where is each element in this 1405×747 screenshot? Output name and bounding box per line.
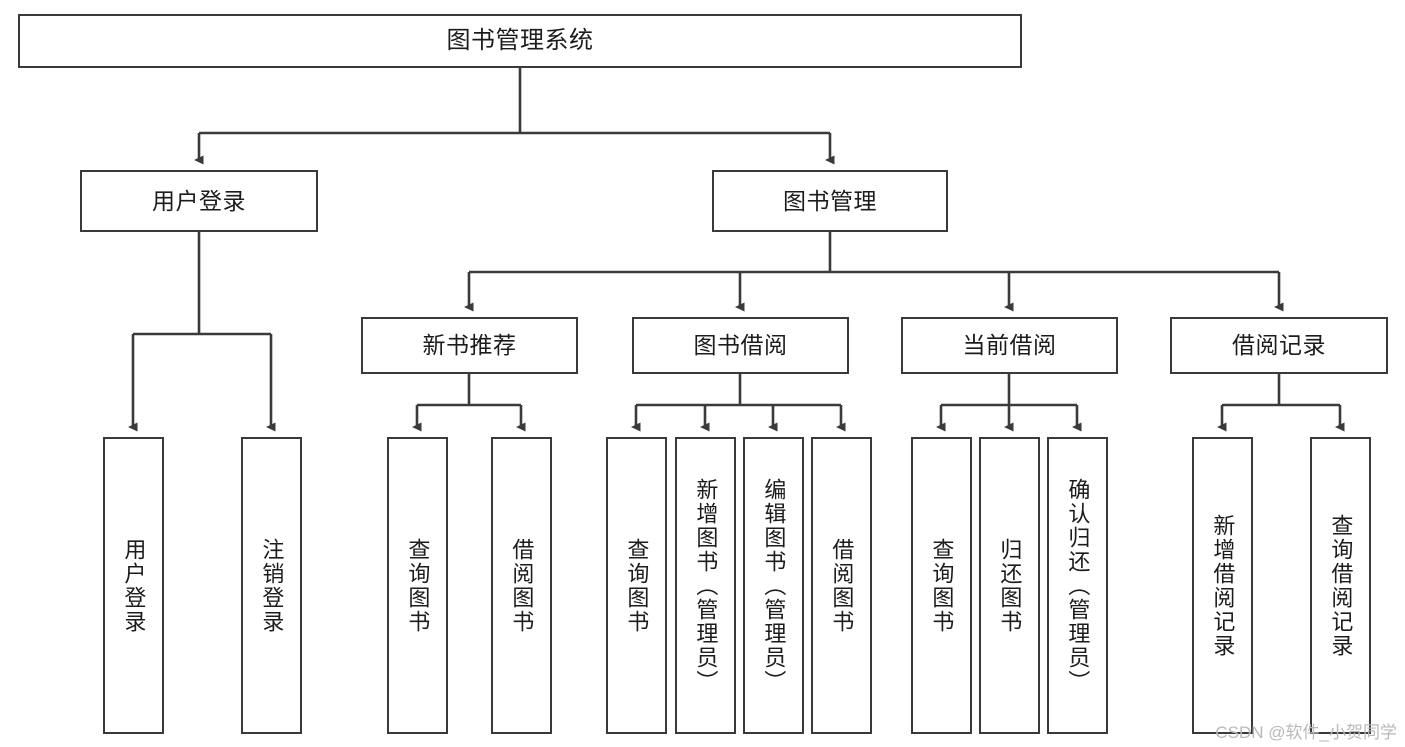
node-current-borrow-label: 当前借阅 [962, 332, 1057, 359]
node-leaf-query-book-3-label: 查询图书 [929, 537, 955, 634]
node-root[interactable]: 图书管理系统 [18, 14, 1022, 68]
node-leaf-user-login-label: 用户登录 [121, 537, 147, 634]
node-leaf-user-login[interactable]: 用户登录 [103, 437, 164, 734]
node-borrow-record[interactable]: 借阅记录 [1170, 317, 1388, 374]
node-leaf-add-record-label: 新增借阅记录 [1210, 513, 1236, 658]
node-leaf-query-book-2-label: 查询图书 [624, 537, 650, 634]
node-new-book-rec[interactable]: 新书推荐 [361, 317, 578, 374]
node-user-login-label: 用户登录 [152, 187, 246, 214]
node-leaf-borrow-book-2-label: 借阅图书 [829, 537, 855, 634]
node-book-borrow[interactable]: 图书借阅 [632, 317, 849, 374]
node-leaf-borrow-book-2[interactable]: 借阅图书 [811, 437, 872, 734]
node-leaf-query-record-label: 查询借阅记录 [1328, 513, 1354, 658]
node-leaf-borrow-book-1[interactable]: 借阅图书 [491, 437, 552, 734]
node-book-borrow-label: 图书借阅 [693, 332, 788, 359]
node-book-manage-label: 图书管理 [783, 187, 877, 214]
node-new-book-rec-label: 新书推荐 [422, 332, 517, 359]
node-leaf-borrow-book-1-label: 借阅图书 [509, 537, 535, 634]
node-leaf-query-book-1-label: 查询图书 [405, 537, 431, 634]
node-leaf-add-book-label: 新增图书（管理员） [693, 477, 719, 694]
node-borrow-record-label: 借阅记录 [1232, 332, 1326, 359]
node-leaf-query-book-1[interactable]: 查询图书 [387, 437, 448, 734]
node-book-manage[interactable]: 图书管理 [712, 170, 948, 232]
node-leaf-add-record[interactable]: 新增借阅记录 [1192, 437, 1253, 734]
node-root-label: 图书管理系统 [446, 27, 594, 55]
node-leaf-query-book-3[interactable]: 查询图书 [911, 437, 972, 734]
csdn-watermark: CSDN @软件_小贺同学 [1215, 723, 1397, 742]
node-leaf-edit-book[interactable]: 编辑图书（管理员） [743, 437, 804, 734]
node-leaf-return-book[interactable]: 归还图书 [979, 437, 1040, 734]
node-leaf-edit-book-label: 编辑图书（管理员） [761, 477, 787, 694]
node-leaf-query-record[interactable]: 查询借阅记录 [1310, 437, 1371, 734]
node-leaf-return-book-label: 归还图书 [997, 537, 1023, 634]
node-leaf-confirm-return-label: 确认归还（管理员） [1065, 477, 1091, 694]
node-leaf-add-book[interactable]: 新增图书（管理员） [675, 437, 736, 734]
node-leaf-logout[interactable]: 注销登录 [241, 437, 302, 734]
node-leaf-query-book-2[interactable]: 查询图书 [606, 437, 667, 734]
node-leaf-logout-label: 注销登录 [259, 537, 285, 634]
node-leaf-confirm-return[interactable]: 确认归还（管理员） [1047, 437, 1108, 734]
node-user-login[interactable]: 用户登录 [80, 170, 318, 232]
node-current-borrow[interactable]: 当前借阅 [901, 317, 1118, 374]
